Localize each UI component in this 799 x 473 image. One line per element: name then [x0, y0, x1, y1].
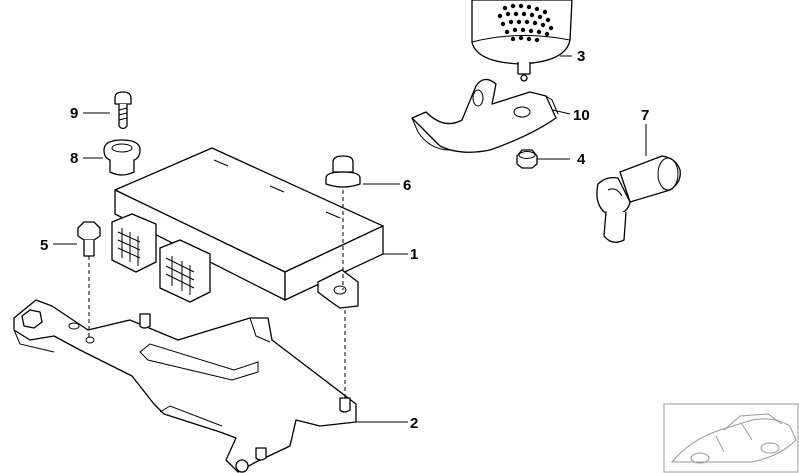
speaker-grille: [497, 3, 554, 43]
part-3-speaker[interactable]: [471, 0, 573, 82]
part-7-sensor[interactable]: [596, 155, 681, 243]
part-1-control-unit[interactable]: [111, 147, 384, 309]
callout-8: 8: [70, 150, 78, 167]
part-9-screw[interactable]: [114, 91, 132, 130]
callout-4: 4: [577, 151, 586, 168]
callout-6: 6: [403, 177, 411, 194]
callout-3: 3: [577, 48, 585, 65]
part-8-grommet[interactable]: [103, 139, 141, 176]
callout-9: 9: [70, 105, 78, 122]
callout-1: 1: [410, 246, 418, 263]
part-10-holder[interactable]: [411, 78, 559, 153]
callout-7: 7: [641, 107, 649, 124]
part-5-bolt[interactable]: [77, 221, 101, 257]
callout-5: 5: [40, 237, 48, 254]
part-4-nut[interactable]: [516, 149, 538, 169]
vehicle-thumbnail: [663, 403, 799, 473]
leader-lines: [53, 55, 647, 423]
callout-10: 10: [573, 107, 590, 124]
assembly-lines: [88, 190, 346, 398]
part-6-spacer[interactable]: [325, 155, 361, 188]
callout-2: 2: [410, 415, 418, 432]
part-2-bracket[interactable]: [13, 299, 357, 473]
